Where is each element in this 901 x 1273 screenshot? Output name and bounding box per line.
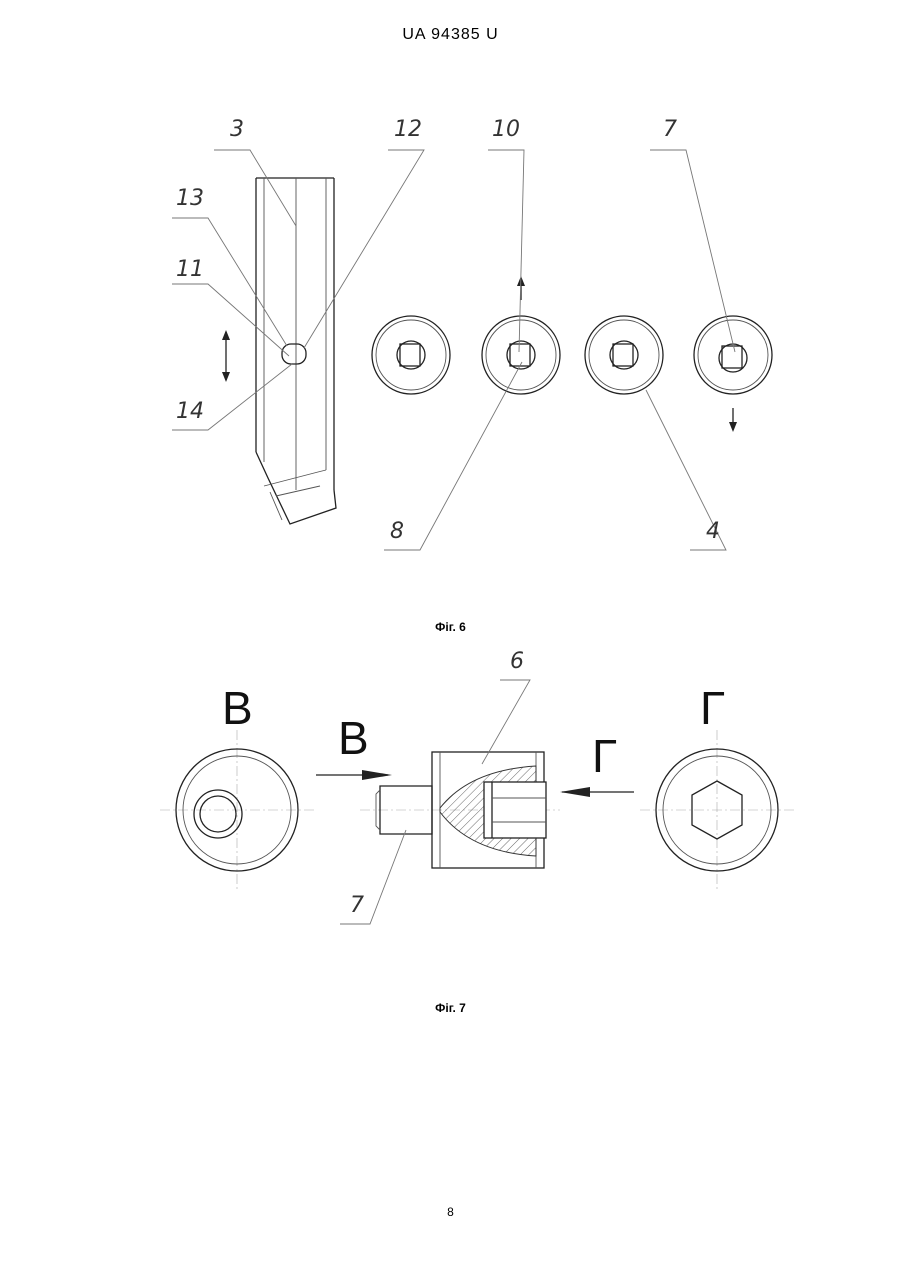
label-11: 11	[176, 257, 204, 282]
insert-4	[694, 316, 772, 432]
label-7: 7	[663, 117, 677, 142]
view-g-circle	[640, 730, 796, 890]
label-12: 12	[394, 117, 422, 142]
label-6: 6	[510, 649, 524, 674]
fig6-caption: Фіг. 6	[0, 620, 901, 634]
fig7-drawing: В В Г Г 6 7	[160, 649, 796, 924]
label-14: 14	[176, 399, 204, 424]
fig7-caption: Фіг. 7	[0, 1001, 901, 1015]
cutter-body	[222, 178, 336, 524]
view-letter-g-arrow: Г	[592, 730, 617, 782]
view-b-circle	[160, 730, 316, 890]
label-8: 8	[390, 519, 404, 544]
label-10: 10	[492, 117, 520, 142]
page-number: 8	[0, 1205, 901, 1219]
view-letter-b-arrow: В	[338, 712, 369, 764]
view-letter-g-right: Г	[700, 682, 725, 734]
part6-side-view	[360, 752, 560, 868]
view-letter-b-left: В	[222, 682, 253, 734]
insert-3	[585, 316, 663, 394]
label-7-fig7: 7	[350, 893, 364, 918]
label-13: 13	[176, 186, 204, 211]
insert-2	[482, 276, 560, 394]
label-3: 3	[230, 117, 244, 142]
fig6-drawing: 3 12 10 7 13 11 14 8 4	[172, 117, 772, 550]
insert-1	[372, 316, 450, 394]
label-4: 4	[706, 519, 720, 544]
